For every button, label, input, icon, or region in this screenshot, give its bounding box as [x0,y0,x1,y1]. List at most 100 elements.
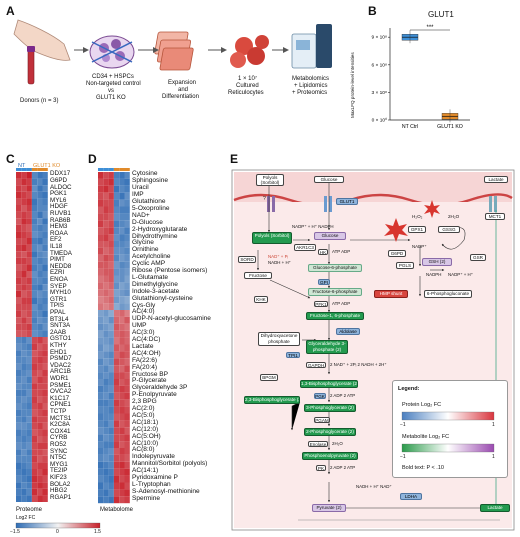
metabolome-row-label: Glutathione [132,198,166,205]
metabolome-cell [108,268,114,276]
proteome-cell [26,416,32,423]
nadph-hmp-label: NADPH [426,272,442,277]
metabolome-row-label: AC(3:0) [132,329,155,337]
hspc-dish-icon [89,35,135,69]
metabolome-cell [108,358,114,366]
proteome-cell [42,403,48,410]
proteome-cell [42,185,48,192]
metabolome-cell [103,241,109,248]
glucose-top: Glucose [314,176,344,183]
reticulocytes-icon [230,35,269,68]
proteome-cell [37,416,43,423]
polyols-in-box: Polyols (Sorbitol) [252,232,292,244]
proteome-cell [37,224,43,232]
gpi-box: GPI [318,279,330,285]
bpg13-box: 1,3-Bisphosphoglycerate (2) [300,380,358,388]
metabolome-cell [119,213,125,221]
pk-cofactor: 2 ADP 2 ATP [330,465,356,470]
proteome-cell [37,409,43,417]
proteome-cell [16,462,22,469]
proteome-cell [21,436,27,443]
metabolome-cell [98,330,104,338]
metabolome-cell [108,220,114,228]
metabolome-cell [113,330,120,338]
proteome-cell [37,403,43,410]
cultured-line-2: Cultured [236,83,259,89]
metabolome-cell [119,241,125,248]
proteome-cell [42,284,48,291]
metabolome-cell [119,351,125,359]
metabolome-cell [119,185,125,193]
metabolome-cell [113,372,120,379]
metabolome-cell [113,468,120,476]
metabolome-cell [108,434,114,442]
proteome-cell [31,231,38,238]
polyol-transporter-icon [267,196,270,212]
proteome-cell [31,317,38,324]
metabolome-cell [124,199,130,207]
pg3-box: 3-Phosphoglycerate (2) [304,404,356,412]
metabolome-cell [108,496,114,504]
metabolome-cell [124,172,130,179]
proteome-cell [26,469,32,476]
metabolome-cell [119,358,125,366]
proteome-cell [21,178,27,186]
aldolase-box: Aldolase [336,328,360,335]
metabolome-cell [124,234,130,241]
proteome-row-label: HEM3 [50,223,68,231]
proteome-cell [37,178,43,186]
metabolome-row-label: AC(10:0) [132,439,159,447]
proteome-cell [26,495,32,502]
metabolome-cell [124,461,130,469]
proteome-cell [16,403,22,410]
proteome-cell [26,343,32,351]
proteome-cell [21,244,27,252]
proteome-cell [31,304,38,311]
metabolome-cell [103,330,109,338]
proteome-cell [16,271,22,278]
fructose-box: Fructose [244,272,272,279]
chart-ylabel: MaxLFQ protein-level intensities [350,52,355,118]
legend-metabolite: Metabolite Log₂ FC [402,434,450,440]
proteome-cell [37,363,43,370]
h2o2-label: H₂O₂ [412,214,423,219]
metabolome-cell [103,337,109,345]
metabolome-cell [103,434,109,442]
metabolome-cell [124,330,130,338]
proteome-cell [37,205,43,212]
proteome-cell [31,251,38,258]
proteome-row-label: MYG1 [50,460,68,468]
proteome-cell [16,191,22,199]
proteome-cell [16,350,22,357]
metabolome-cell [119,310,125,317]
legend-protein-max: 1 [492,422,495,428]
proteome-cell [16,343,22,351]
metabolome-cell [113,213,120,221]
proteome-cell [42,172,48,179]
metabolome-row-label: Ornithine [132,246,159,254]
proteome-cell [37,389,43,397]
y-tick-label: 6 × 10⁸ [372,62,388,68]
pgls-box: PGLS [396,262,414,269]
metabolome-cell [124,241,130,248]
proteome-cell [26,383,32,390]
sord-box: SORD [238,256,256,263]
metabolome-cell [103,489,109,497]
metabolome-cell [108,365,114,373]
metabolome-cell [119,323,125,331]
pfk-box: PFK1 [314,301,328,307]
metabolome-cell [119,427,125,435]
metabolome-group-strip [98,168,104,171]
proteome-cell [26,271,32,278]
metabolome-cell [103,372,109,379]
metabolome-cell [124,475,130,483]
proteome-row-label: MYL6 [50,196,67,204]
proteome-cell [42,370,48,377]
metabolome-row-label: L-Glutamate [132,273,169,281]
metabolome-cell [119,482,125,490]
proteome-cell [37,304,43,311]
panel-label-e: E [230,152,239,166]
metabolome-cell [119,468,125,476]
metabolome-cell [103,199,109,207]
proteome-cell [21,304,27,311]
